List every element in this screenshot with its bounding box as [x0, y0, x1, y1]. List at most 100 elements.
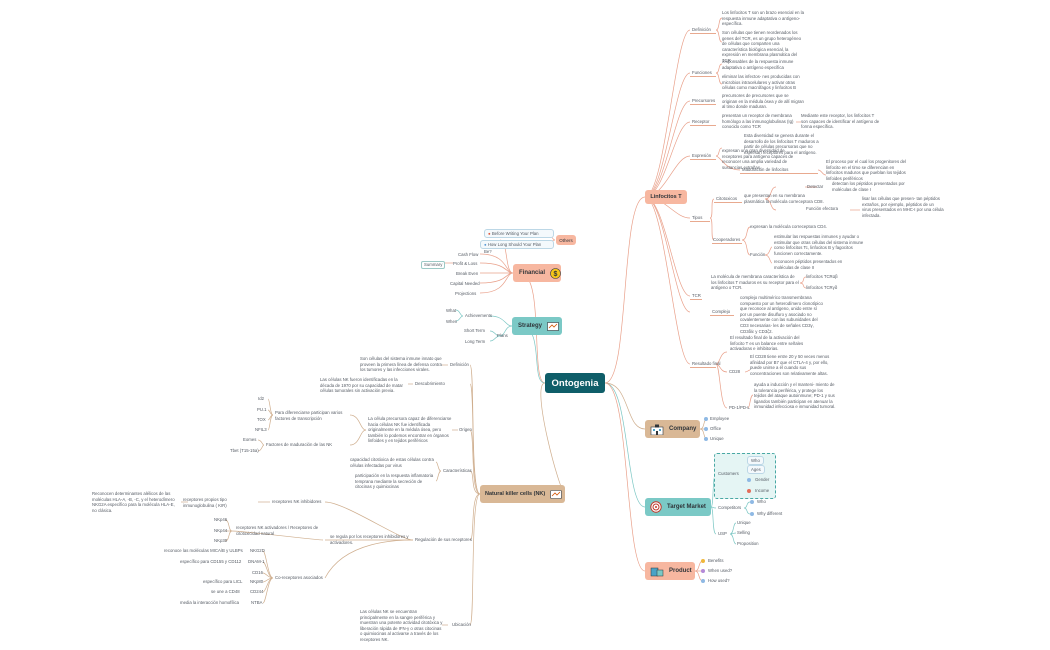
linfocitos-node[interactable]: Linfocitos T — [645, 190, 687, 204]
company-item-1[interactable]: Employee — [710, 416, 730, 421]
financial-item-1[interactable]: Cash Flow — [458, 252, 479, 257]
others-node[interactable]: Others — [556, 235, 576, 245]
comp-item-who[interactable]: Who — [757, 499, 766, 504]
nk-factor-3[interactable]: TOX — [257, 417, 266, 422]
definicion-label[interactable]: Definición — [692, 27, 711, 32]
company-item-2[interactable]: Office — [710, 426, 722, 431]
nk-factor-4[interactable]: NFIL3 — [255, 427, 267, 432]
usp-item-proposition[interactable]: Proposition — [737, 541, 759, 546]
strategy-node[interactable]: Strategy — [512, 317, 562, 335]
nk-co-5[interactable]: CD244 — [250, 589, 264, 594]
financial-item-4[interactable]: Capital Needed — [450, 281, 480, 286]
comp-item-why[interactable]: Why different — [757, 511, 783, 516]
nk-regulacion-label[interactable]: Regulación de sus receptores — [415, 537, 472, 542]
cust-item-who[interactable]: Who — [747, 456, 764, 465]
pd1-label[interactable]: PD-1/PD-L — [729, 405, 750, 410]
financial-label: Financial — [519, 270, 546, 276]
product-item-2[interactable]: When used? — [708, 568, 733, 573]
detectar-label[interactable]: Detectar — [807, 184, 824, 189]
nk-co-label[interactable]: Co-receptores asociados — [275, 575, 323, 580]
complejo-text: complejo multimérico transmembrana compu… — [740, 295, 823, 334]
product-box-icon — [650, 567, 664, 576]
nk-maduracion-2[interactable]: Tbet (T15-15a) — [230, 448, 259, 453]
summary-label[interactable]: Summary — [421, 261, 446, 269]
company-item-3[interactable]: Unique — [710, 436, 724, 441]
nk-act-label[interactable]: receptores NK activadores / Receptores d… — [236, 525, 319, 536]
cooperadores-label[interactable]: Cooperadores — [713, 237, 741, 242]
funciones-text-2: eliminar las infectos- nes producidas co… — [722, 74, 800, 91]
complejo-label[interactable]: Complejo — [712, 309, 731, 314]
cust-item-gender[interactable]: Gender — [755, 477, 770, 482]
customers-label[interactable]: Customers — [718, 471, 739, 476]
cd28-text: El CD28 tiene entre 20 y 50 veces menos … — [750, 354, 830, 376]
cd28-label[interactable]: CD28 — [729, 369, 740, 374]
root-node[interactable]: Ontogenia — [545, 373, 605, 393]
company-node[interactable]: Company — [645, 420, 700, 438]
funcion-label[interactable]: Función — [750, 252, 766, 257]
when-icon — [701, 569, 705, 573]
usp-label[interactable]: USP — [718, 531, 727, 536]
nk-co-5-desc: se une a CD48 — [211, 589, 240, 594]
expresion-label[interactable]: Expresión — [692, 153, 712, 158]
tcr-label[interactable]: TCR — [692, 293, 701, 298]
product-item-3[interactable]: How used? — [708, 578, 730, 583]
nk-act-2[interactable]: NKp44 — [214, 528, 228, 533]
funcion-efectora-label[interactable]: Función efectora — [806, 206, 839, 211]
precursores-label[interactable]: Precursores — [692, 98, 716, 103]
financial-item-3[interactable]: Break Even — [456, 271, 479, 276]
product-node[interactable]: Product — [645, 562, 695, 580]
nk-definicion-label[interactable]: Definición — [450, 362, 469, 367]
receptor-text-1: presentan un receptor de membrana homólo… — [722, 113, 794, 130]
target-market-label: Target Market — [667, 504, 706, 510]
receptor-label[interactable]: Receptor — [692, 119, 710, 124]
nk-co-3[interactable]: CD16 — [252, 570, 263, 575]
nk-caracteristicas-label[interactable]: Características — [443, 468, 472, 473]
funciones-text-1: responsables de la respuesta inmune adap… — [722, 59, 794, 70]
financial-node[interactable]: Financial $ — [513, 264, 561, 282]
nk-act-3[interactable]: NKp30 — [214, 538, 228, 543]
nk-act-1[interactable]: NKp46 — [214, 517, 228, 522]
cust-item-income[interactable]: Income — [755, 488, 770, 493]
product-label: Product — [669, 568, 692, 574]
usp-item-unique[interactable]: Unique — [737, 520, 751, 525]
what-label[interactable]: What — [446, 308, 457, 313]
nk-factor-1[interactable]: Id2 — [258, 396, 264, 401]
long-term-label[interactable]: Long Term — [465, 339, 486, 344]
usp-item-selling[interactable]: Selling — [737, 530, 750, 535]
others-item-2[interactable]: ● How Long Should Your Plan Be? — [480, 240, 554, 254]
financial-item-2[interactable]: Profit & Loss — [453, 261, 478, 266]
achievements-label[interactable]: Achievements — [465, 313, 492, 318]
when-label[interactable]: When — [446, 319, 458, 324]
resultado-label[interactable]: Resultado final — [692, 361, 721, 366]
nk-descubrimiento-label[interactable]: Descubrimiento — [415, 381, 445, 386]
others-item-1[interactable]: ● Before Writing Your Plan — [484, 229, 554, 238]
cust-item-ages[interactable]: Ages — [747, 465, 765, 474]
strategy-label: Strategy — [518, 323, 543, 329]
cooperadores-text: expresan la molécula correceptora CD4. — [750, 224, 827, 229]
tcr-gd: linfocitos TCRγδ — [806, 285, 838, 290]
nk-node[interactable]: Natural killer cells (NK) — [480, 485, 565, 503]
nk-maduracion-label[interactable]: Factores de maduración de las NK — [266, 442, 333, 447]
nk-co-1[interactable]: NKG2D — [250, 548, 265, 553]
plans-label[interactable]: Plans — [497, 333, 508, 338]
target-market-node[interactable]: Target Market — [645, 498, 711, 516]
citotoxicos-label[interactable]: Citotoxicos — [716, 196, 738, 201]
maduracion-label[interactable]: Maduración de linfocitos — [742, 167, 789, 172]
product-item-1[interactable]: Benefits — [708, 558, 724, 563]
nk-co-2[interactable]: DNAM-1 — [248, 559, 265, 564]
funciones-label[interactable]: Funciones — [692, 70, 712, 75]
tipos-label[interactable]: Tipos — [692, 215, 703, 220]
nk-co-4[interactable]: NKp80 — [250, 579, 264, 584]
nk-factor-2[interactable]: PU.1 — [257, 407, 267, 412]
nk-origen-label[interactable]: Origen — [459, 427, 472, 432]
nk-co-2-desc: específico para CD155 y CD112 — [180, 559, 242, 564]
competitors-label[interactable]: Competitors — [718, 505, 742, 510]
financial-item-5[interactable]: Projections — [455, 291, 477, 296]
strategy-board-icon — [547, 321, 559, 331]
nk-ubicacion-label[interactable]: Ubicación — [452, 622, 471, 627]
nk-co-6[interactable]: NTBA — [251, 600, 263, 605]
short-term-label[interactable]: Short Term — [464, 328, 485, 333]
nk-maduracion-1[interactable]: Eomes — [243, 437, 257, 442]
money-coin-icon: $ — [550, 267, 561, 279]
nk-inhib-label[interactable]: receptores NK inhibidores — [272, 499, 322, 504]
